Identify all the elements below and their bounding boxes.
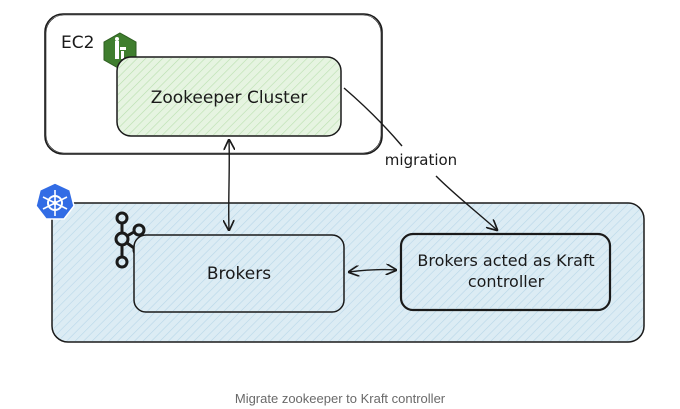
kraft-controller-box: [399, 232, 612, 312]
brokers-label: Brokers: [207, 264, 271, 284]
zookeeper-cluster-box: [116, 56, 342, 137]
ec2-label: EC2: [61, 33, 94, 53]
kubernetes-icon: [35, 182, 75, 220]
kraft-controller-label-line2: controller: [468, 272, 545, 291]
zookeeper-brokers-arrow: [229, 140, 230, 230]
migration-label: migration: [385, 151, 457, 169]
zookeeper-cluster-label: Zookeeper Cluster: [151, 88, 308, 108]
kraft-controller-label-line1: Brokers acted as Kraft: [417, 251, 594, 270]
migration-arrow-lower: [435, 175, 497, 230]
brokers-kraft-arrow: [349, 270, 396, 272]
brokers-box: [133, 234, 345, 313]
figure-caption: Migrate zookeeper to Kraft controller: [234, 391, 446, 406]
migration-arrow-upper: [343, 87, 403, 147]
